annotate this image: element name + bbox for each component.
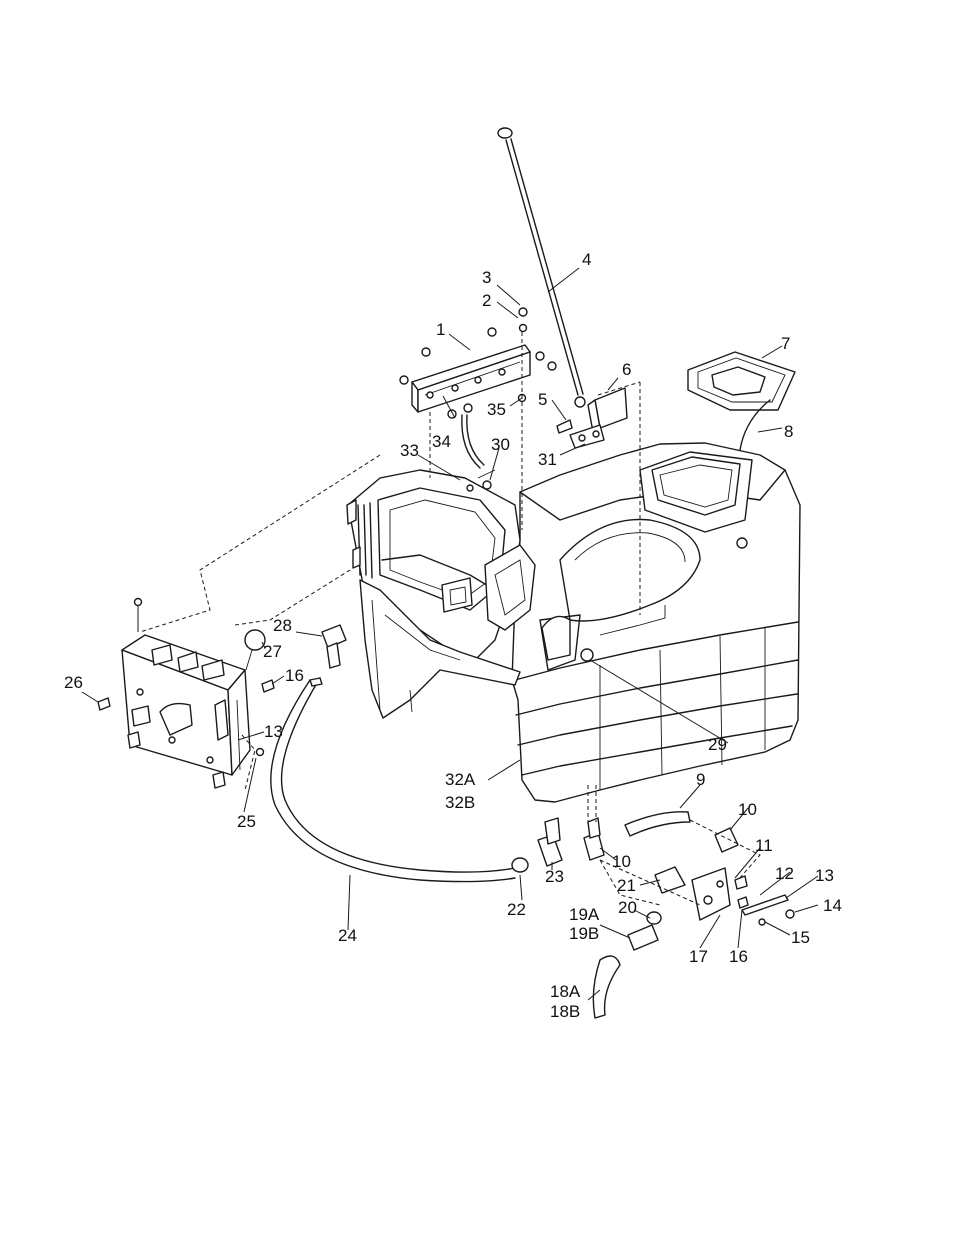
label-25: 25 [237, 812, 256, 831]
support-rod [497, 127, 586, 408]
valve-assembly [654, 866, 795, 926]
label-22: 22 [507, 900, 526, 919]
label-14: 14 [823, 896, 842, 915]
label-7: 7 [781, 334, 790, 353]
alignment-lines [139, 332, 761, 906]
tank-body [511, 442, 801, 803]
label-21: 21 [617, 876, 636, 895]
hinge-bracket [399, 307, 557, 419]
label-31: 31 [538, 450, 557, 469]
label-19b: 19B [569, 924, 599, 943]
label-13a: 13 [264, 722, 283, 741]
label-30: 30 [491, 435, 510, 454]
label-1: 1 [436, 320, 445, 339]
inlet-cover [687, 351, 796, 451]
outlet-fittings [592, 911, 662, 1019]
label-32b: 32B [445, 793, 475, 812]
label-23: 23 [545, 867, 564, 886]
label-19a: 19A [569, 905, 600, 924]
recovery-frame [346, 469, 536, 719]
label-11: 11 [755, 836, 773, 855]
label-6: 6 [622, 360, 631, 379]
label-18a: 18A [550, 982, 581, 1001]
control-panel [121, 597, 251, 789]
lower-fittings [511, 817, 605, 873]
label-2: 2 [482, 291, 491, 310]
label-35: 35 [487, 400, 506, 419]
vacuum-hose [270, 624, 516, 883]
label-13b: 13 [815, 866, 834, 885]
label-10a: 10 [738, 800, 757, 819]
label-4: 4 [582, 250, 591, 269]
label-10b: 10 [612, 852, 631, 871]
label-12: 12 [775, 864, 794, 883]
label-28: 28 [273, 616, 292, 635]
label-15: 15 [791, 928, 810, 947]
label-33: 33 [400, 441, 419, 460]
label-34: 34 [432, 432, 451, 451]
bracket-hardware [556, 387, 628, 449]
label-17: 17 [689, 947, 708, 966]
panel-hardware [97, 679, 275, 757]
label-16a: 16 [285, 666, 304, 685]
drain-hose [624, 811, 739, 853]
label-16b: 16 [729, 947, 748, 966]
label-18b: 18B [550, 1002, 580, 1021]
label-20: 20 [618, 898, 637, 917]
label-27: 27 [263, 642, 282, 661]
label-3: 3 [482, 268, 491, 287]
label-26: 26 [64, 673, 83, 692]
label-9: 9 [696, 770, 705, 789]
label-29: 29 [708, 735, 727, 754]
leader-lines [81, 267, 819, 1001]
label-24: 24 [338, 926, 357, 945]
label-32a: 32A [445, 770, 476, 789]
part-labels: 3 2 4 1 7 6 5 35 8 34 33 30 31 28 27 16 … [64, 250, 842, 1021]
label-8: 8 [784, 422, 793, 441]
knob [244, 629, 266, 671]
label-5: 5 [538, 390, 547, 409]
